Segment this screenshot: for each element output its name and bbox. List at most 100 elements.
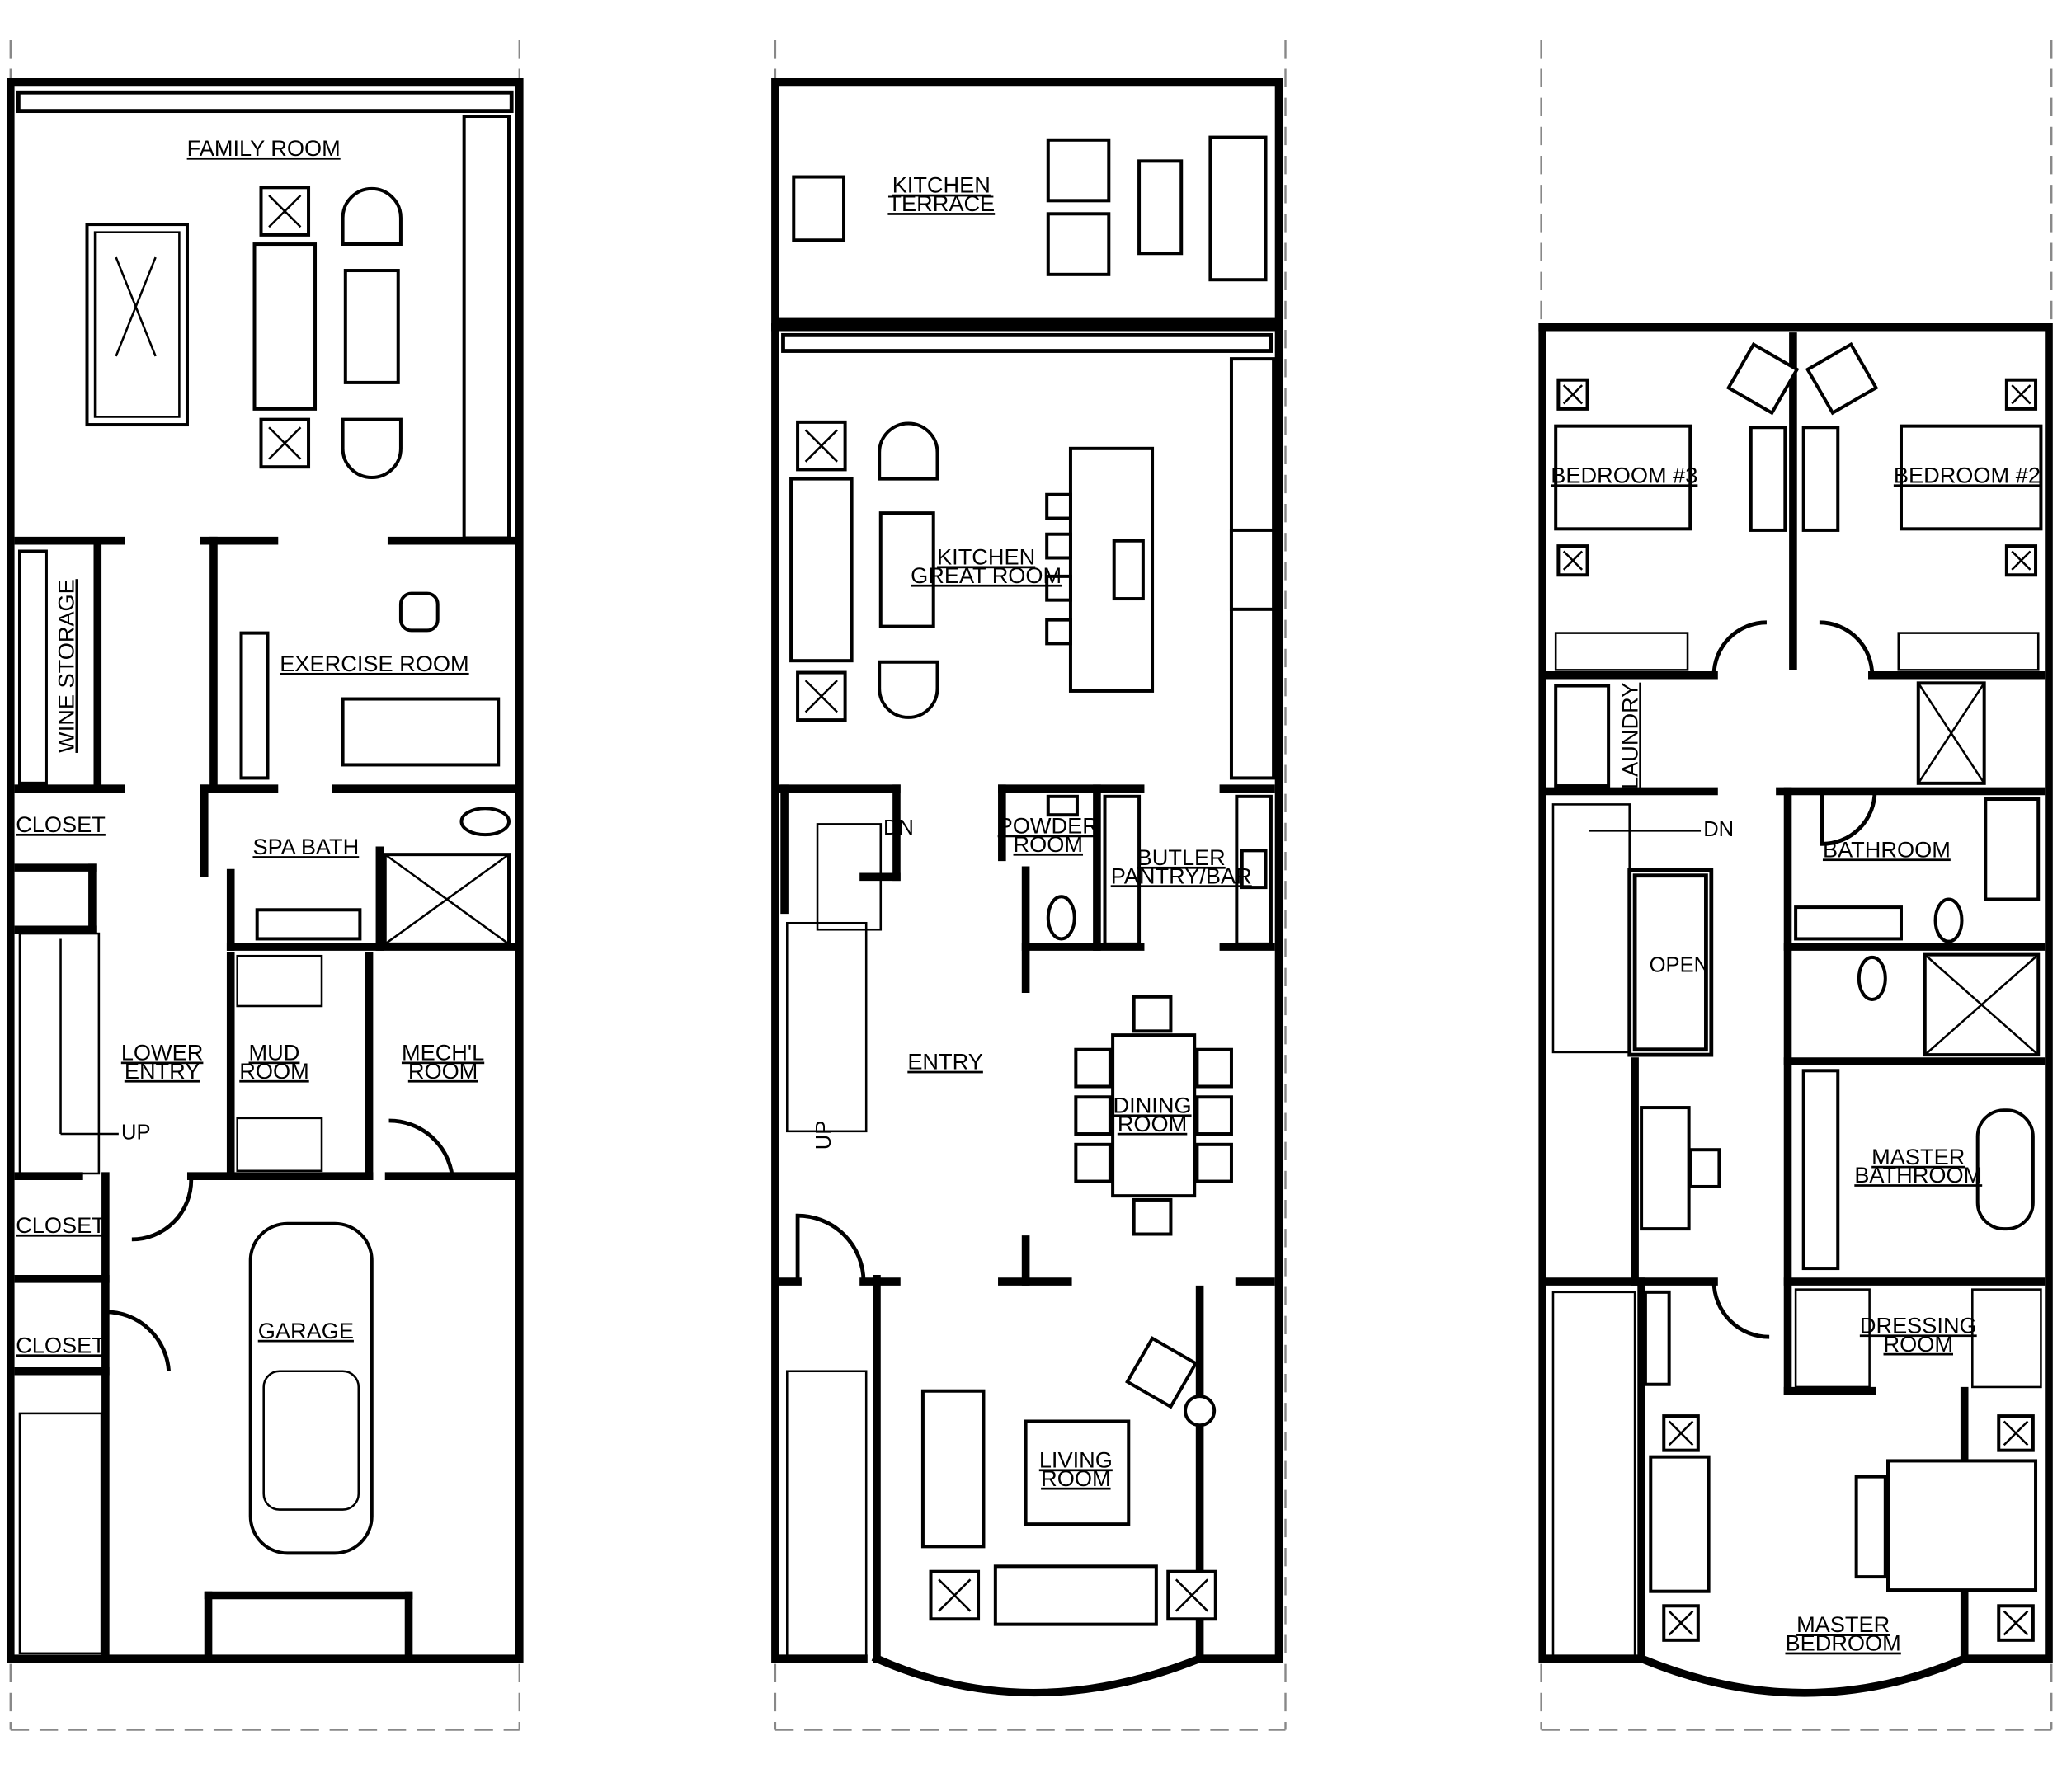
room-label-bedroom-3: BEDROOM #3 (1551, 462, 1697, 487)
room-label-master-bedroom: MASTER (1796, 1611, 1890, 1637)
door (105, 1310, 171, 1371)
pantry-counter (1103, 794, 1142, 946)
stairs-upper (1551, 803, 1702, 1054)
door (388, 1118, 454, 1177)
room-label-bathroom: BATHROOM (1823, 836, 1951, 862)
lower-level-plan: FAMILY ROOM WINE STORAGE EXERCISE ROOM C… (6, 40, 524, 1731)
dining-table (1111, 1033, 1197, 1198)
stool (1045, 574, 1072, 602)
powder-toilet (1046, 895, 1076, 941)
armchair (878, 660, 939, 719)
room-label-dining-room: ROOM (1118, 1111, 1187, 1136)
living-sofa-bay (993, 1564, 1158, 1626)
dining-chair (1195, 1142, 1233, 1183)
bed-2 (1899, 424, 2043, 531)
toilet (459, 807, 511, 837)
room-label-dining-room: DINING (1113, 1092, 1192, 1117)
stairs-garage (18, 1412, 103, 1655)
room-label-bedroom-2: BEDROOM #2 (1894, 462, 2041, 487)
desk (1749, 426, 1787, 532)
kitchen-terrace-outline (771, 78, 1283, 327)
family-sofa (252, 242, 318, 411)
door (1711, 1282, 1770, 1339)
room-label-lower-entry: LOWER (121, 1040, 204, 1065)
bench (1854, 1475, 1887, 1579)
stairs-lower (18, 932, 119, 1175)
bedroom-chair (1805, 341, 1879, 416)
armchair (341, 187, 403, 247)
vanity (1794, 905, 1903, 941)
desk (1640, 1106, 1691, 1231)
room-label-living-room: ROOM (1041, 1465, 1110, 1491)
built-in-cabinet (462, 115, 511, 540)
room-label-butler-pantry: PANTRY/BAR (1111, 863, 1252, 888)
room-label-kitchen-great-room: KITCHEN (937, 543, 1035, 569)
room-label-kitchen-terrace: TERRACE (887, 190, 995, 216)
stair-label-up: UP (121, 1121, 151, 1144)
treadmill (341, 697, 501, 767)
living-coffee-table (1024, 1419, 1131, 1526)
stool (1045, 492, 1072, 520)
room-label-living-room: LIVING (1039, 1446, 1113, 1472)
car (248, 1221, 374, 1555)
bay-window (871, 1285, 1204, 1697)
room-label-exercise-room: EXERCISE ROOM (280, 651, 468, 676)
room-label-dressing-room: DRESSING (1860, 1312, 1977, 1338)
stairs-upper-roof (1551, 1291, 1636, 1658)
dining-chair (1074, 1095, 1112, 1136)
desk (1801, 426, 1840, 532)
weights-rack (239, 631, 270, 780)
upper-level-plan: BEDROOM #3 BEDROOM #2 LAUNDRY DN BATHROO… (1538, 40, 2053, 1731)
cooktop (1229, 528, 1276, 611)
dressing-closet (1971, 1288, 2042, 1389)
room-label-mechl-room: ROOM (408, 1058, 478, 1084)
room-label-entry: ENTRY (907, 1049, 983, 1075)
stair-label-up: UP (812, 1121, 836, 1150)
washer-dryer (1554, 684, 1611, 788)
door (131, 1179, 194, 1242)
room-label-closet: CLOSET (16, 1212, 106, 1238)
vanity (255, 908, 362, 941)
room-label-open: OPEN (1650, 953, 1709, 976)
master-bed (1886, 1459, 2038, 1592)
room-label-wine-storage: WINE STORAGE (54, 579, 79, 753)
kitchen-sofa (789, 477, 854, 663)
room-label-family-room: FAMILY ROOM (187, 135, 341, 161)
room-label-closet: CLOSET (16, 811, 106, 837)
toilet (1857, 955, 1887, 1001)
stool (1045, 618, 1072, 646)
billiard-table (85, 223, 189, 427)
terrace-chair (1046, 138, 1111, 203)
room-label-powder-room: ROOM (1014, 831, 1083, 857)
terrace-chair (1046, 212, 1111, 276)
dining-chair (1074, 1142, 1112, 1183)
built-in (1643, 1290, 1671, 1386)
room-label-kitchen-great-room: GREAT ROOM (911, 562, 1062, 588)
door (1711, 620, 1767, 675)
dining-chair (1195, 1047, 1233, 1089)
room-label-lower-entry: ENTRY (125, 1058, 200, 1084)
dining-chair (1132, 1197, 1173, 1236)
bar-sink (1240, 849, 1268, 890)
room-label-master-bedroom: BEDROOM (1785, 1630, 1900, 1656)
wine-rack (17, 549, 48, 785)
grill (792, 175, 846, 242)
master-sofa (1649, 1455, 1711, 1593)
coffee-table (343, 269, 400, 384)
room-label-master-bathroom: MASTER (1871, 1144, 1965, 1169)
bay-window (1636, 1653, 1970, 1697)
room-label-mud-room: MUD (249, 1040, 300, 1065)
dining-chair (1132, 995, 1173, 1033)
main-level-plan: KITCHEN TERRACE KITCHEN GREAT ROOM DN PO… (771, 40, 1287, 1731)
room-label-laundry: LAUNDRY (1617, 683, 1642, 789)
room-label-garage: GARAGE (258, 1318, 354, 1343)
room-label-mechl-room: MECH'L (402, 1040, 484, 1065)
stair-label-dn: DN (883, 816, 914, 840)
armchair (878, 421, 939, 481)
dining-chair (1195, 1095, 1233, 1136)
room-label-closet: CLOSET (16, 1332, 106, 1357)
lower-level-outline (6, 78, 524, 1663)
bathtub (1984, 797, 2041, 901)
closet-bedroom-2 (1897, 632, 2040, 671)
